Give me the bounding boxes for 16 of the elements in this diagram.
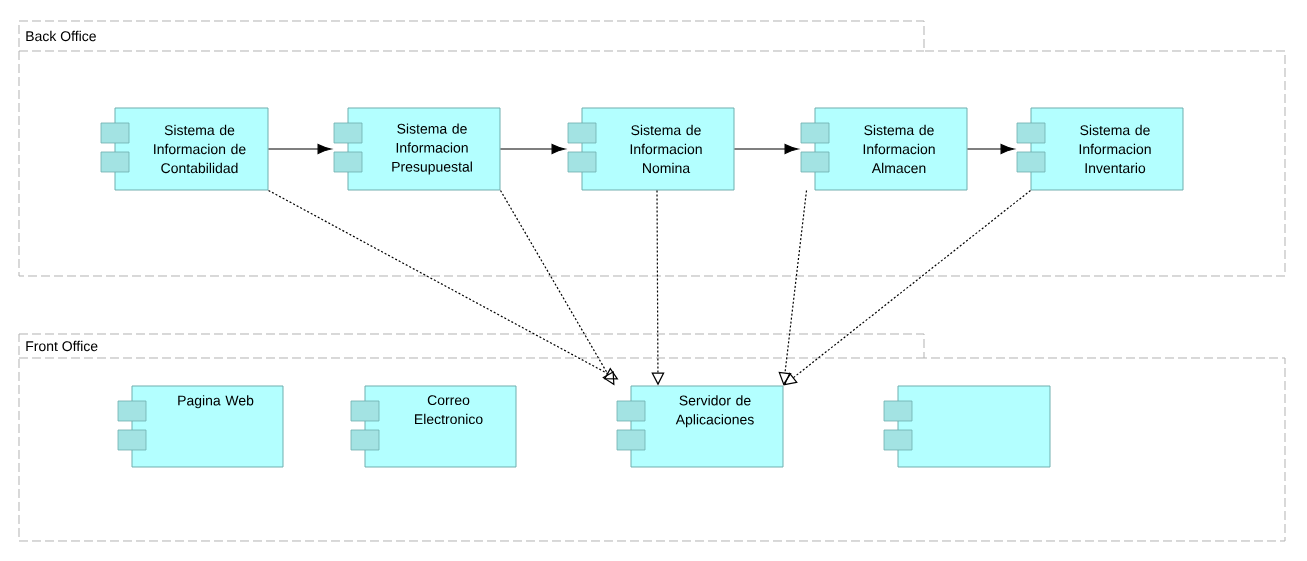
component-box: Servidor de Aplicaciones xyxy=(616,385,784,468)
component-box: Sistema de Informacion de Contabilidad xyxy=(100,107,269,191)
package-label: Front Office xyxy=(26,340,98,352)
component-box: Sistema de Informacion Almacen xyxy=(800,107,968,191)
arrow xyxy=(499,143,566,155)
arrow xyxy=(966,143,1015,155)
component-box: Sistema de Informacion Inventario xyxy=(1016,107,1184,191)
component-box: Sistema de Informacion Nomina xyxy=(567,107,735,191)
package-label: Back Office xyxy=(26,30,96,42)
component-box: Correo Electronico xyxy=(350,385,517,468)
component-box: Pagina Web xyxy=(117,385,284,468)
arrow xyxy=(267,143,332,155)
component-box xyxy=(883,385,1051,468)
arrow xyxy=(733,143,799,155)
realization-arrow xyxy=(783,189,1032,386)
component-box: Sistema de Informacion Presupuestal xyxy=(333,107,501,191)
